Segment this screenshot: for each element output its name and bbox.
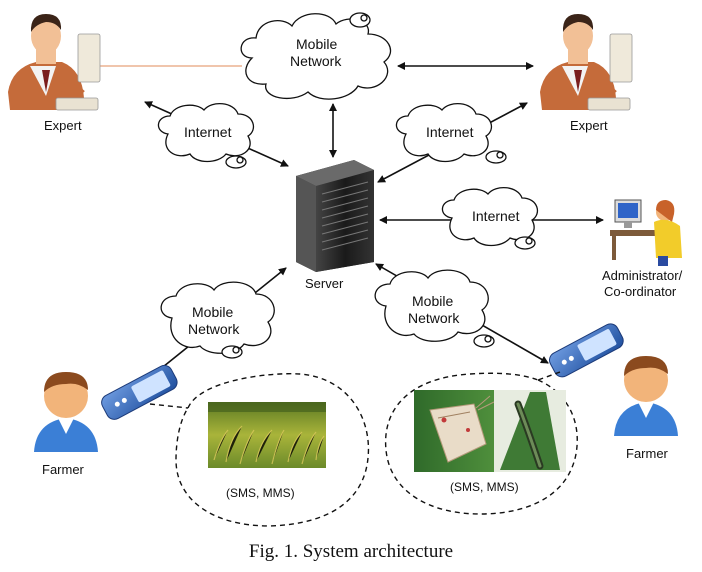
farmer-left-icon bbox=[34, 372, 98, 452]
farmer-right-label: Farmer bbox=[626, 446, 668, 461]
mobile-network-right-label-line1: Mobile bbox=[412, 293, 454, 309]
pest-larva-image bbox=[494, 390, 566, 472]
pest-moth-image bbox=[414, 390, 495, 472]
administrator-label-line1: Administrator/ bbox=[602, 268, 683, 283]
farmer-right-icon bbox=[614, 356, 678, 436]
administrator-label-line2: Co-ordinator bbox=[604, 284, 677, 299]
expert-left-icon bbox=[8, 14, 101, 111]
message-left-label: (SMS, MMS) bbox=[226, 486, 295, 500]
internet-admin-label: Internet bbox=[472, 208, 520, 224]
mobile-network-right-label-line2: Network bbox=[408, 310, 460, 326]
phone-left-icon bbox=[101, 364, 178, 420]
cloud-internet-right bbox=[395, 103, 507, 164]
mobile-network-top-label-line2: Network bbox=[290, 53, 342, 69]
cloud-internet-left bbox=[157, 103, 255, 169]
message-bubble-right bbox=[384, 371, 578, 515]
mobile-network-left-label-line2: Network bbox=[188, 321, 240, 337]
cloud-mobile-right bbox=[374, 269, 495, 348]
internet-left-label: Internet bbox=[184, 124, 232, 140]
cloud-mobile-top bbox=[240, 12, 392, 100]
cloud-mobile-left bbox=[160, 281, 275, 359]
rice-field-image bbox=[208, 402, 326, 468]
internet-right-label: Internet bbox=[426, 124, 474, 140]
mobile-network-left-label-line1: Mobile bbox=[192, 304, 234, 320]
mobile-network-top-label-line1: Mobile bbox=[296, 36, 338, 52]
expert-right-label: Expert bbox=[570, 118, 608, 133]
figure-caption: Fig. 1. System architecture bbox=[248, 541, 454, 562]
cloud-internet-admin bbox=[441, 187, 539, 250]
server-icon bbox=[296, 160, 374, 272]
server-label: Server bbox=[305, 276, 344, 291]
farmer-left-label: Farmer bbox=[42, 462, 84, 477]
message-bubble-left bbox=[149, 373, 370, 527]
administrator-icon bbox=[610, 199, 682, 266]
expert-left-label: Expert bbox=[44, 118, 82, 133]
message-right-label: (SMS, MMS) bbox=[450, 480, 519, 494]
phone-right-icon bbox=[549, 323, 624, 378]
expert-right-icon bbox=[540, 14, 633, 111]
